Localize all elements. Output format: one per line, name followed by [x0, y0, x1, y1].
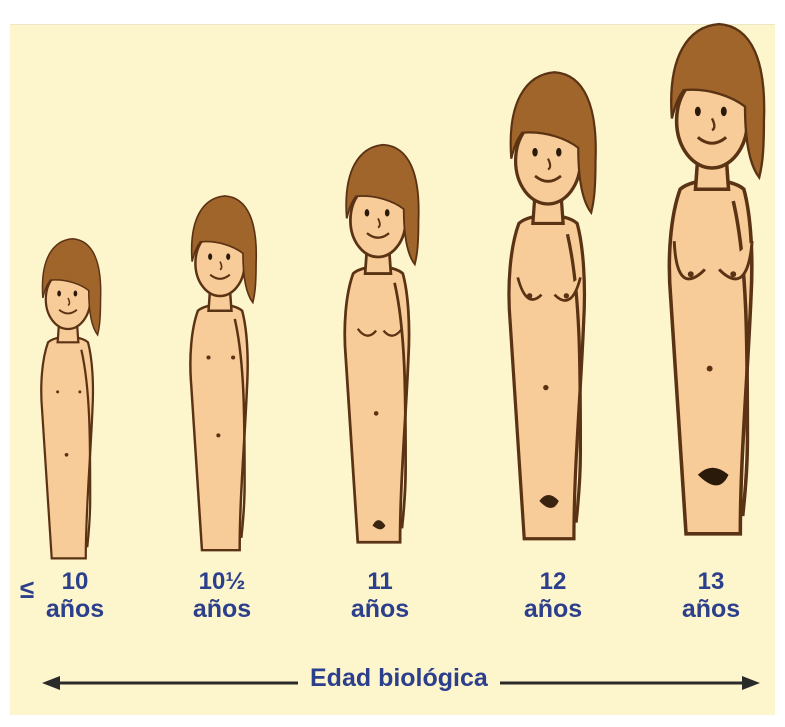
stage-number: 10	[40, 570, 110, 594]
figure-stage-11	[345, 145, 419, 542]
stage-label-11: 11 años	[345, 570, 415, 622]
stage-label-12: 12 años	[518, 570, 588, 622]
figure-stage-10-half	[190, 196, 256, 550]
axis-label: Edad biológica	[310, 664, 488, 693]
stage-unit: años	[676, 597, 746, 622]
stage-unit: años	[182, 597, 262, 622]
stage-number: 11	[345, 570, 415, 594]
stage-label-10-half: 10½ años	[182, 570, 262, 622]
stage-number: 13	[676, 570, 746, 594]
figure-stage-10	[41, 239, 100, 559]
figure-stage-12	[509, 72, 596, 539]
stage-number: 10½	[182, 570, 262, 594]
less-or-equal-symbol: ≤	[20, 574, 34, 605]
stage-label-10: 10 años	[40, 570, 110, 622]
figure-stage-13	[669, 24, 764, 534]
stage-label-13: 13 años	[676, 570, 746, 622]
stage-unit: años	[40, 597, 110, 622]
stage-number: 12	[518, 570, 588, 594]
stage-unit: años	[345, 597, 415, 622]
stage-unit: años	[518, 597, 588, 622]
